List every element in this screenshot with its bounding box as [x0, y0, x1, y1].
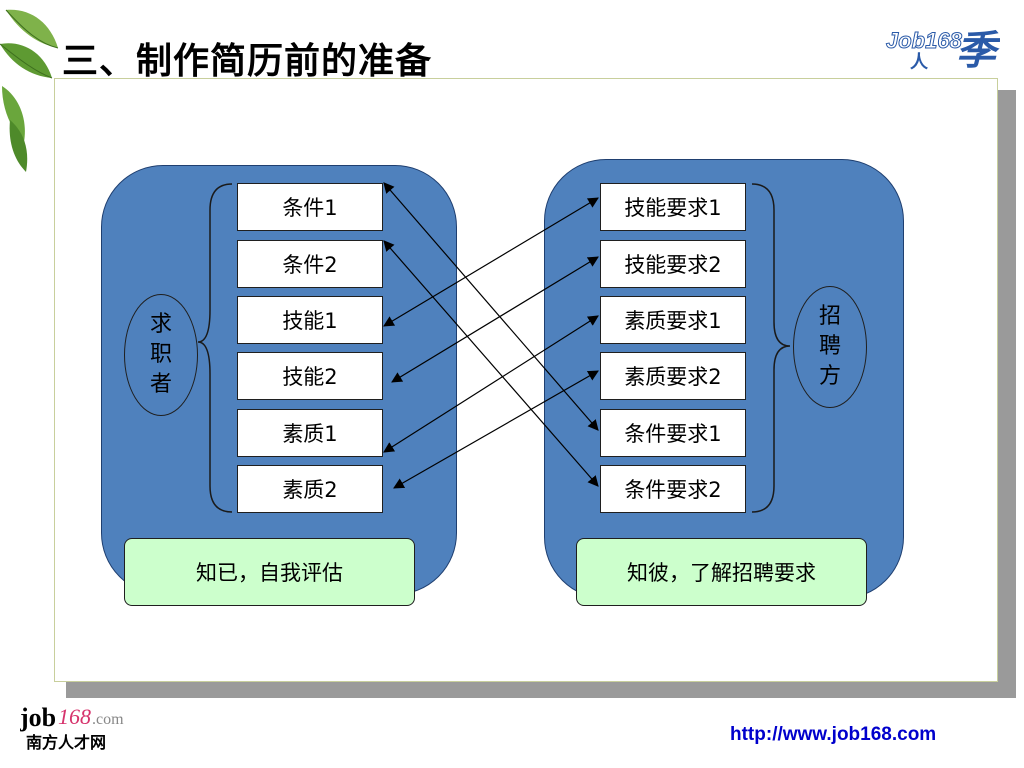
- job168-footer-logo: job 168 .com 南方人才网: [20, 703, 124, 752]
- recruiter-char: 聘: [818, 334, 841, 359]
- brand-logo-ji-text: 季: [956, 28, 1000, 72]
- right-item-quality-req-2: 素质要求2: [600, 352, 746, 400]
- brand-logo: Job168 人 季: [886, 28, 1001, 73]
- left-item-condition-2: 条件2: [237, 240, 383, 288]
- right-item-quality-req-1: 素质要求1: [600, 296, 746, 344]
- job-seeker-char: 职: [149, 342, 172, 367]
- right-item-skill-req-2: 技能要求2: [600, 240, 746, 288]
- recruiter-char: 方: [818, 364, 841, 389]
- footer-logo-tagline: 南方人才网: [26, 733, 106, 752]
- leaf-decoration: [0, 9, 59, 172]
- footer-logo-com-text: .com: [92, 711, 124, 728]
- brand-logo-job-text: Job168: [886, 28, 963, 53]
- right-item-skill-req-1: 技能要求1: [600, 183, 746, 231]
- right-item-condition-req-1: 条件要求1: [600, 409, 746, 457]
- brand-logo-ren-text: 人: [910, 52, 929, 72]
- job-seeker-char: 求: [149, 312, 172, 337]
- left-item-condition-1: 条件1: [237, 183, 383, 231]
- self-assessment-caption: 知已，自我评估: [124, 538, 415, 606]
- job-seeker-oval: 求 职 者: [124, 294, 198, 416]
- left-item-quality-2: 素质2: [237, 465, 383, 513]
- left-item-skill-2: 技能2: [237, 352, 383, 400]
- website-url[interactable]: http://www.job168.com: [730, 724, 937, 745]
- right-item-condition-req-2: 条件要求2: [600, 465, 746, 513]
- page-title: 三、制作简历前的准备: [62, 41, 433, 82]
- footer-logo-job-text: job: [20, 703, 56, 732]
- job-seeker-char: 者: [149, 372, 172, 397]
- recruiter-char: 招: [818, 304, 841, 329]
- recruiter-requirements-caption: 知彼，了解招聘要求: [576, 538, 867, 606]
- footer-logo-168-text: 168: [58, 704, 91, 729]
- left-item-quality-1: 素质1: [237, 409, 383, 457]
- recruiter-oval: 招 聘 方: [793, 286, 867, 408]
- left-item-skill-1: 技能1: [237, 296, 383, 344]
